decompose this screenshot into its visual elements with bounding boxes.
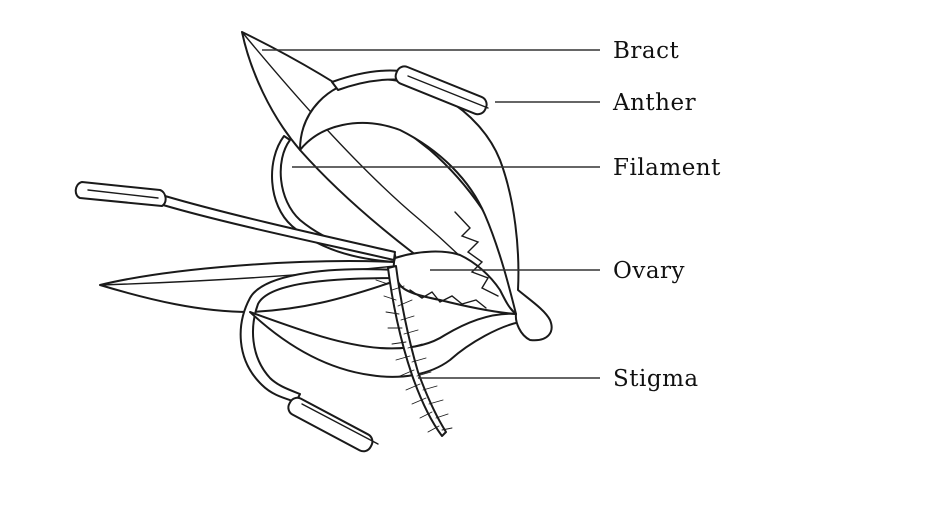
ovary-label: Ovary — [613, 258, 685, 284]
bract-label: Bract — [613, 38, 679, 64]
lower-anther — [286, 395, 376, 454]
stigma-label: Stigma — [613, 366, 699, 392]
anther-label: Anther — [612, 90, 696, 116]
lower-petal — [250, 312, 520, 377]
filament-label: Filament — [613, 155, 721, 181]
